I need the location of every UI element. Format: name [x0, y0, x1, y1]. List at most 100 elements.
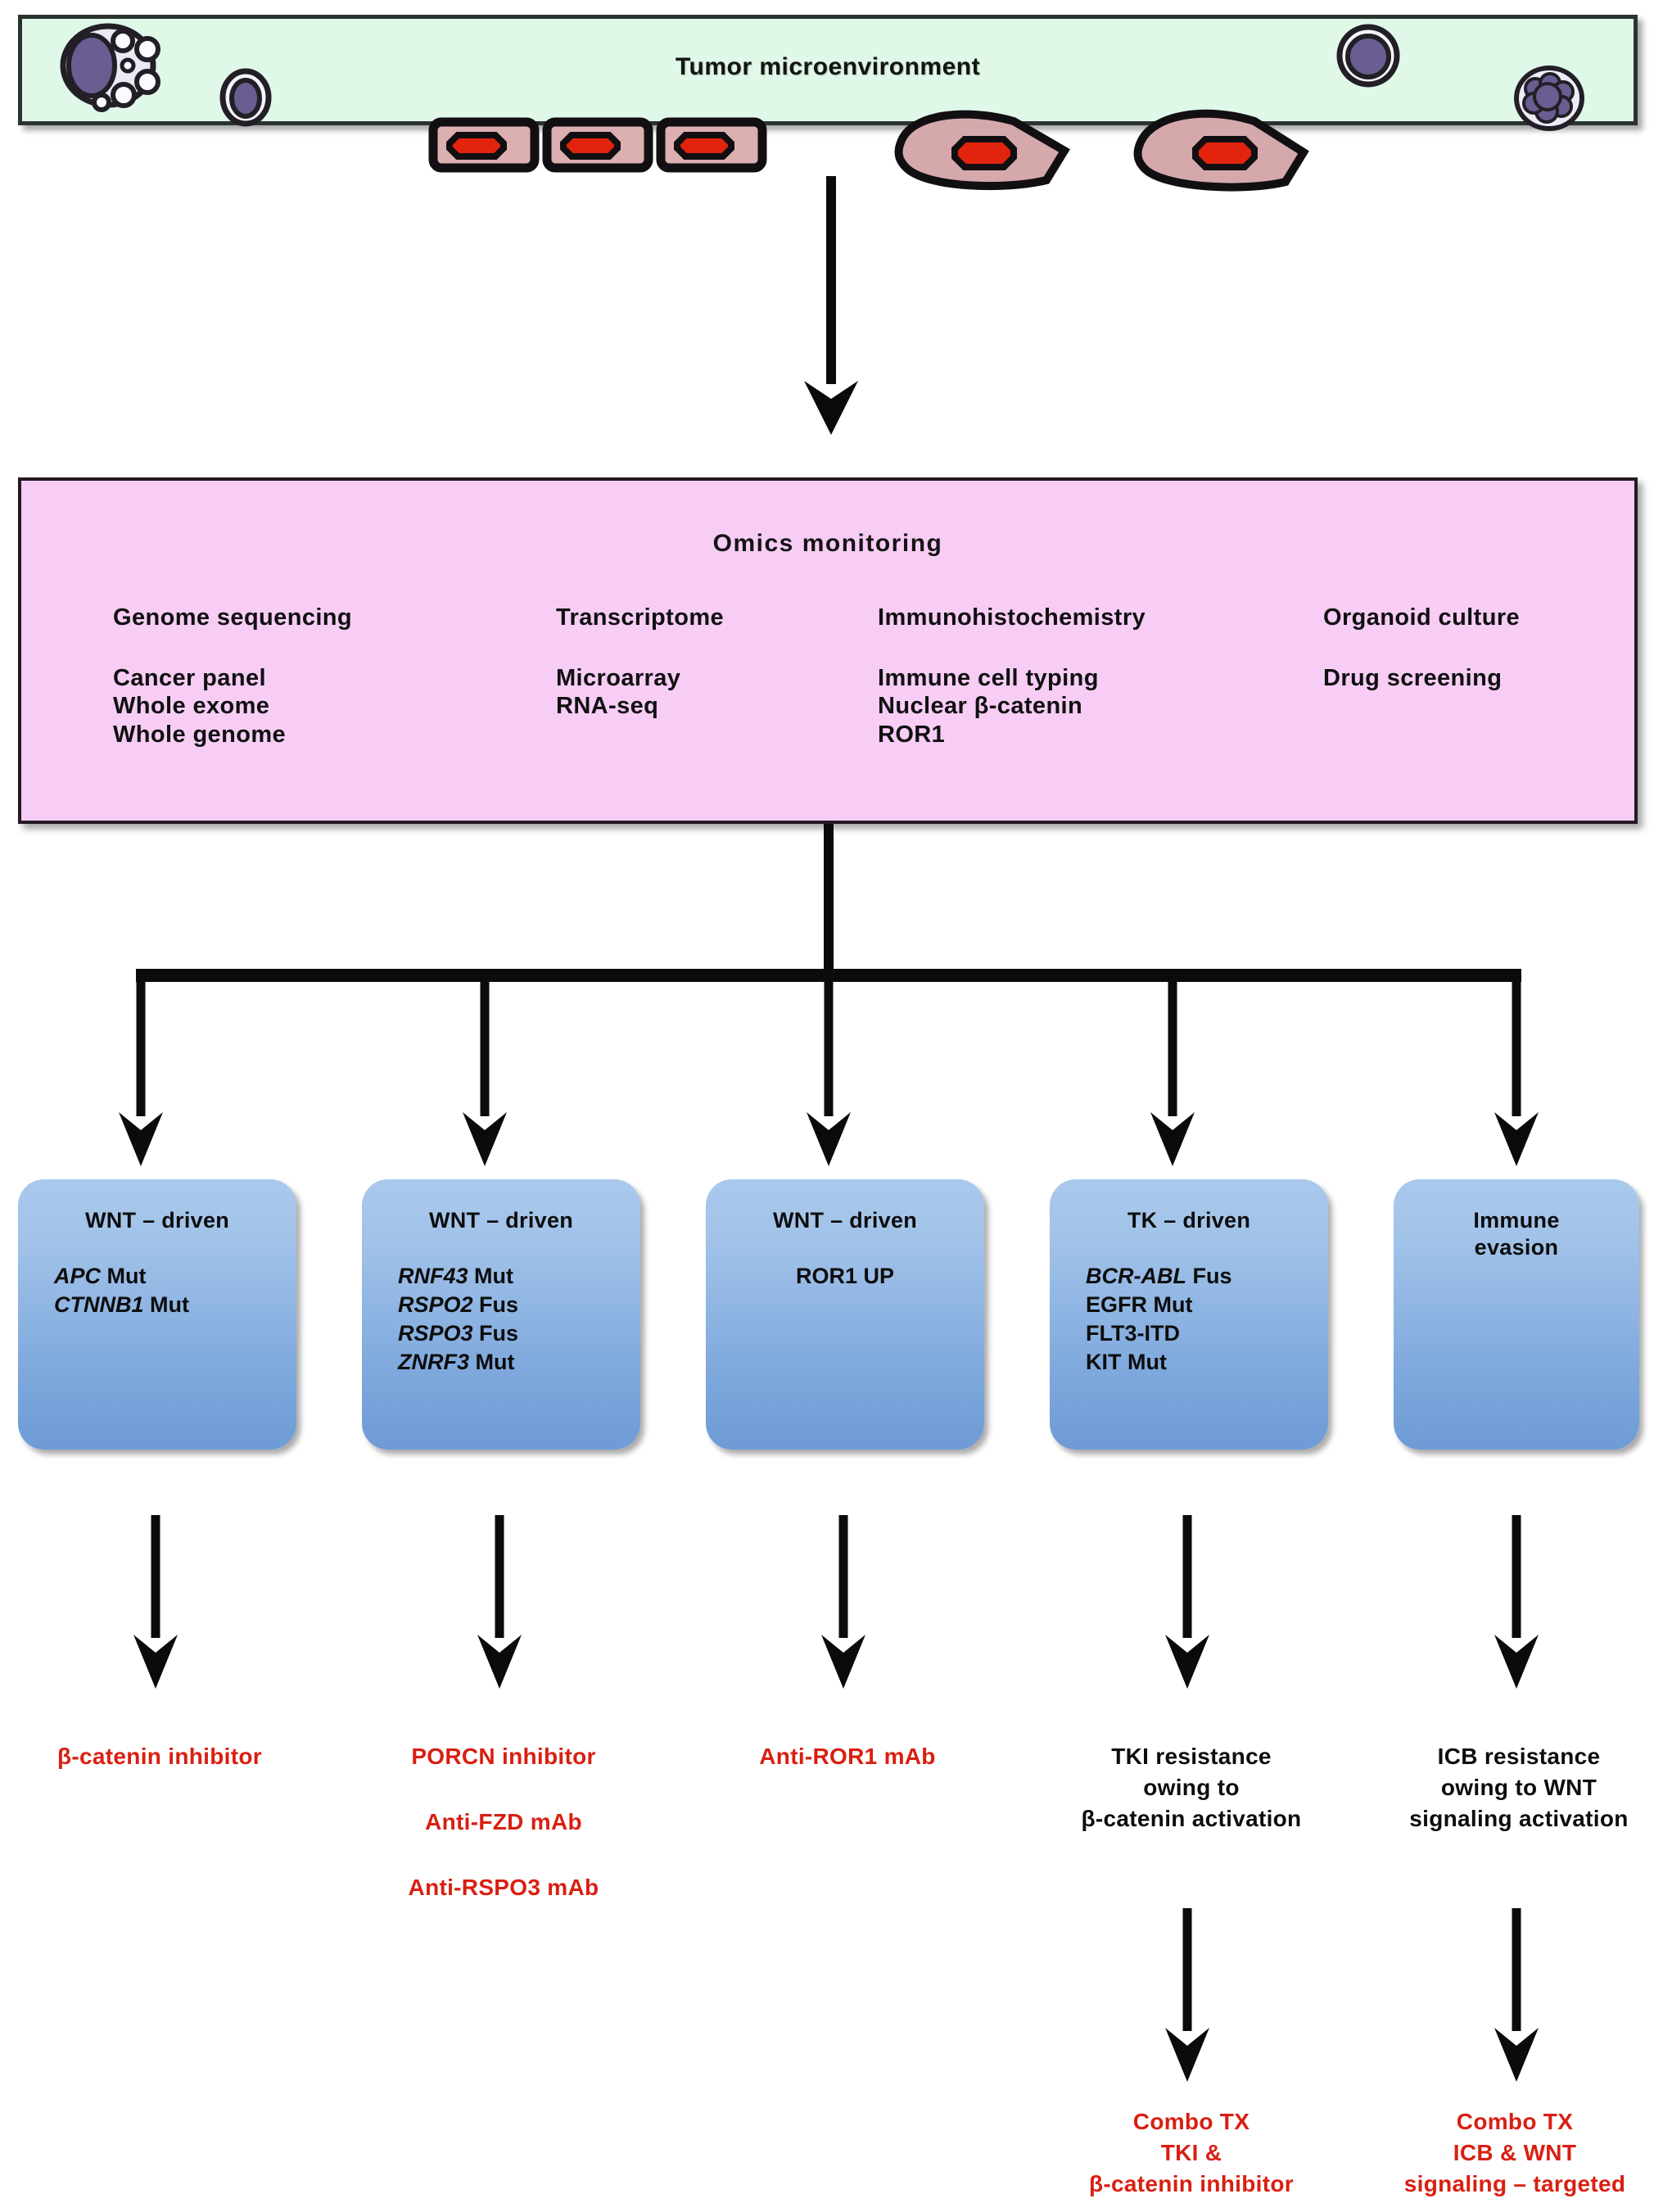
outcome-line: Combo TX	[1456, 2109, 1574, 2134]
gene-name: RSPO3	[398, 1321, 473, 1346]
driver-box-immune-evasion[interactable]: Immune evasion	[1394, 1179, 1639, 1450]
outcome-line: Anti-ROR1 mAb	[759, 1744, 936, 1769]
driver-box-title: Immune evasion	[1473, 1208, 1560, 1260]
driver-item: CTNNB1 Mut	[54, 1291, 296, 1319]
arrow-tme-to-omics	[804, 176, 858, 435]
omics-item: RNA-seq	[556, 693, 659, 720]
gene-suffix: Mut	[468, 1263, 514, 1288]
outcome-beta-catenin-inhibitor: β-catenin inhibitor	[25, 1741, 295, 1772]
omics-column-organoid-culture: Organoid culture Drug screening	[1323, 604, 1520, 692]
lymphocyte-right-icon	[1336, 24, 1400, 88]
driver-item: EGFR Mut	[1086, 1291, 1328, 1319]
driver-box-title: TK – driven	[1127, 1208, 1251, 1233]
outcome-line: Combo TX	[1132, 2109, 1250, 2134]
arrows-drivers-to-outcomes	[133, 1515, 1539, 1689]
driver-box-title: WNT – driven	[772, 1208, 918, 1233]
lymphocyte-small-icon	[219, 68, 272, 127]
omics-column-transcriptome: Transcriptome Microarray RNA-seq	[556, 604, 724, 721]
branching-connector-omics-to-drivers	[119, 824, 1539, 1166]
outcome-line: ICB & WNT	[1453, 2140, 1577, 2166]
outcome-combo-tx-icb: Combo TX ICB & WNT signaling – targeted	[1359, 2106, 1663, 2200]
omics-column-heading: Immunohistochemistry	[878, 604, 1146, 631]
gene-suffix: ROR1 UP	[795, 1263, 895, 1288]
outcome-anti-ror1-mab: Anti-ROR1 mAb	[712, 1741, 983, 1772]
gene-suffix: Mut	[143, 1292, 189, 1318]
omics-item: Microarray	[556, 665, 681, 692]
driver-box-wnt-rnf43[interactable]: WNT – driven RNF43 Mut RSPO2 Fus RSPO3 F…	[362, 1179, 640, 1450]
tumor-microenvironment-title: Tumor microenvironment	[22, 53, 1634, 81]
epithelial-tumor-cell-2-icon	[542, 117, 653, 173]
gene-suffix: Mut	[469, 1350, 515, 1375]
granulocyte-cell-icon	[1514, 66, 1584, 131]
driver-box-title: WNT – driven	[428, 1208, 574, 1233]
macrophage-foam-cell-icon	[60, 23, 160, 112]
driver-box-items: RNF43 Mut RSPO2 Fus RSPO3 Fus ZNRF3 Mut	[362, 1262, 640, 1377]
fibroblast-cell-1-icon	[894, 110, 1070, 191]
outcome-line: ICB resistance	[1437, 1744, 1601, 1769]
omics-item: Drug screening	[1323, 665, 1503, 692]
outcome-anti-fzd-mab: Anti-FZD mAb	[368, 1807, 639, 1838]
outcome-porcn-inhibitor: PORCN inhibitor	[368, 1741, 639, 1772]
omics-column-heading: Genome sequencing	[113, 604, 353, 631]
omics-item: Nuclear β-catenin	[878, 693, 1083, 720]
outcome-line: β-catenin inhibitor	[1089, 2171, 1294, 2197]
omics-item: ROR1	[878, 721, 946, 748]
omics-column-heading: Organoid culture	[1323, 604, 1521, 631]
omics-monitoring-title: Omics monitoring	[712, 530, 943, 557]
driver-item: FLT3-ITD	[1086, 1319, 1328, 1348]
epithelial-tumor-cell-3-icon	[656, 117, 767, 173]
outcome-anti-rspo3-mab: Anti-RSPO3 mAb	[368, 1872, 639, 1903]
omics-item: Cancer panel	[113, 665, 266, 692]
epithelial-tumor-cell-1-icon	[428, 117, 540, 173]
outcome-line: signaling activation	[1409, 1806, 1629, 1832]
gene-name: RNF43	[398, 1263, 468, 1288]
driver-item: RSPO2 Fus	[398, 1291, 640, 1319]
gene-name: CTNNB1	[54, 1292, 144, 1318]
gene-suffix: KIT Mut	[1086, 1350, 1167, 1375]
gene-suffix: FLT3-ITD	[1086, 1321, 1180, 1346]
arrows-resistance-to-combo	[1165, 1908, 1539, 2082]
driver-box-title: WNT – driven	[84, 1208, 230, 1233]
gene-suffix: Fus	[472, 1321, 519, 1346]
omics-column-genome-sequencing: Genome sequencing Cancer panel Whole exo…	[113, 604, 352, 749]
driver-item: BCR-ABL Fus	[1086, 1262, 1328, 1291]
driver-item: RNF43 Mut	[398, 1262, 640, 1291]
driver-box-items: BCR-ABL Fus EGFR Mut FLT3-ITD KIT Mut	[1050, 1262, 1328, 1377]
driver-item: ROR1 UP	[706, 1262, 984, 1291]
outcome-tki-resistance: TKI resistance owing to β-catenin activa…	[1040, 1741, 1343, 1834]
omics-monitoring-panel: Omics monitoring Genome sequencing Cance…	[18, 477, 1638, 824]
outcome-line: Anti-FZD mAb	[425, 1809, 582, 1834]
omics-item: Immune cell typing	[878, 665, 1099, 692]
outcome-line: TKI resistance	[1111, 1744, 1272, 1769]
outcome-line: Anti-RSPO3 mAb	[408, 1875, 599, 1900]
outcome-line: TKI &	[1160, 2140, 1222, 2166]
omics-column-heading: Transcriptome	[556, 604, 725, 631]
gene-name: RSPO2	[398, 1292, 473, 1318]
outcome-line: owing to	[1143, 1775, 1240, 1801]
driver-item: RSPO3 Fus	[398, 1319, 640, 1348]
omics-item: Whole genome	[113, 721, 287, 748]
driver-box-wnt-apc[interactable]: WNT – driven APC Mut CTNNB1 Mut	[18, 1179, 296, 1450]
omics-column-immunohistochemistry: Immunohistochemistry Immune cell typing …	[878, 604, 1146, 749]
driver-box-wnt-ror1[interactable]: WNT – driven ROR1 UP	[706, 1179, 984, 1450]
outcome-line: owing to WNT	[1440, 1775, 1597, 1801]
fibroblast-cell-2-icon	[1133, 109, 1309, 192]
gene-name: APC	[54, 1263, 102, 1288]
gene-suffix: Mut	[101, 1263, 147, 1288]
driver-box-tk-driven[interactable]: TK – driven BCR-ABL Fus EGFR Mut FLT3-IT…	[1050, 1179, 1328, 1450]
omics-item: Whole exome	[113, 693, 270, 720]
driver-box-items: APC Mut CTNNB1 Mut	[18, 1262, 296, 1319]
outcome-line: β-catenin activation	[1081, 1806, 1302, 1832]
gene-name: ZNRF3	[398, 1350, 469, 1375]
tme-title-text: Tumor microenvironment	[675, 53, 981, 80]
outcome-line: β-catenin inhibitor	[57, 1744, 262, 1769]
driver-item: KIT Mut	[1086, 1348, 1328, 1377]
driver-box-items: ROR1 UP	[706, 1262, 984, 1291]
driver-item: ZNRF3 Mut	[398, 1348, 640, 1377]
gene-suffix: Fus	[1186, 1263, 1232, 1288]
outcome-line: PORCN inhibitor	[411, 1744, 596, 1769]
outcome-line: signaling – targeted	[1403, 2171, 1626, 2197]
driver-item: APC Mut	[54, 1262, 296, 1291]
outcome-combo-tx-tki: Combo TX TKI & β-catenin inhibitor	[1040, 2106, 1343, 2200]
